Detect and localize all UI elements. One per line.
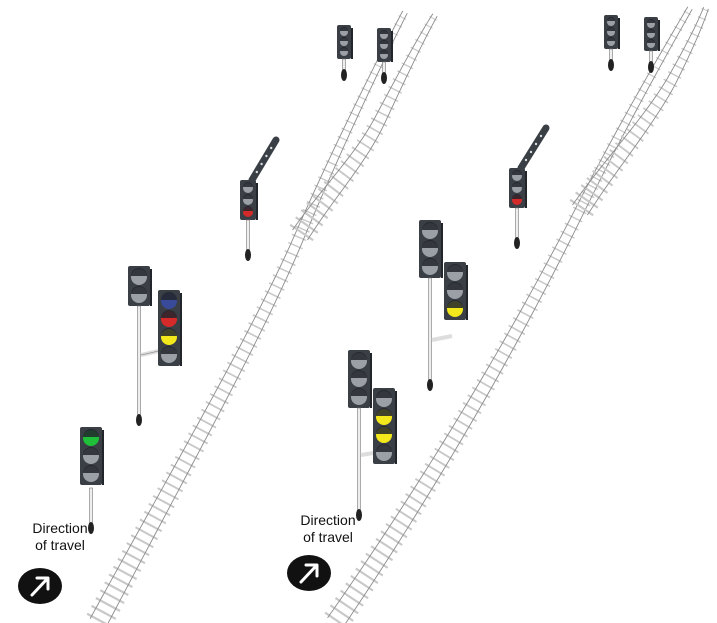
signal-layer (80, 15, 660, 534)
track-right-branch (570, 7, 709, 215)
semaphore-signal-right (509, 128, 546, 249)
semaphore-signal-left (240, 140, 276, 261)
track-left-branch (290, 14, 437, 241)
direction-label-right-line2: of travel (292, 529, 364, 546)
direction-label-right: Direction of travel (292, 512, 364, 546)
direction-arrow-icon-left (18, 568, 62, 604)
direction-label-right-line1: Direction (292, 512, 364, 529)
direction-label-left-line1: Direction (24, 520, 96, 537)
direction-arrow-icon-right (287, 555, 331, 591)
far-signal-1 (337, 25, 353, 81)
far-signal-4 (644, 17, 660, 73)
direction-label-left: Direction of travel (24, 520, 96, 554)
far-signal-2 (377, 28, 393, 84)
badge-layer (18, 555, 331, 604)
track-right-main (325, 7, 692, 623)
signal-left-green (80, 427, 104, 534)
signal-right-aux-b (373, 388, 397, 464)
far-signal-3 (604, 15, 620, 71)
signal-left-aux (158, 290, 182, 366)
signal-right-aux-a (444, 262, 468, 320)
direction-label-left-line2: of travel (24, 537, 96, 554)
